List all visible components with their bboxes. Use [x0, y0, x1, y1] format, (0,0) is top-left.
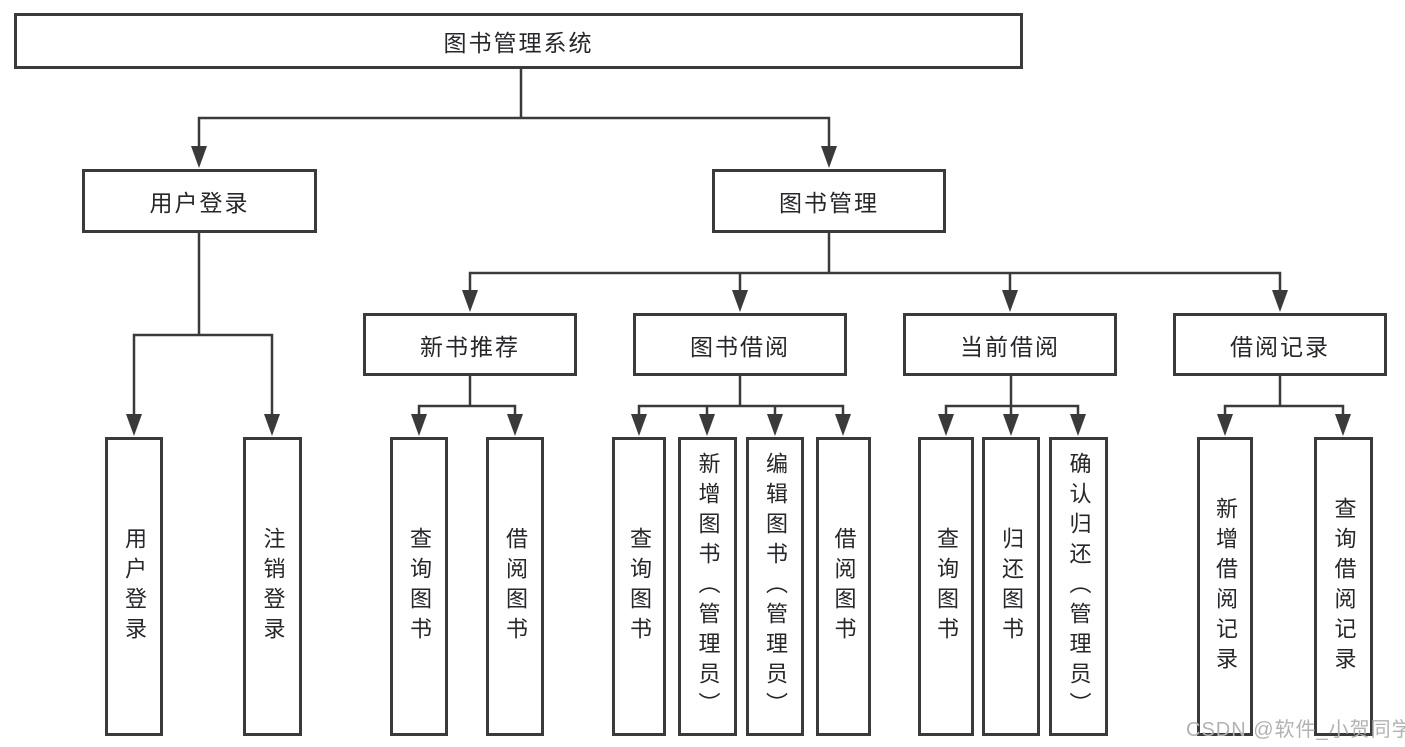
node-label: 查询图书 — [934, 526, 959, 647]
arrow-down-icon — [732, 290, 748, 312]
node-label: 图书管理系统 — [443, 30, 594, 56]
arrow-down-icon — [821, 146, 837, 168]
leaf-nb-borrow-books: 借阅图书 — [486, 437, 544, 736]
node-label: 查询图书 — [407, 526, 432, 647]
connector-line — [197, 116, 831, 146]
node-book-management: 图书管理 — [712, 169, 946, 233]
leaf-bb-add-books-admin: 新增图书（管理员） — [678, 437, 737, 736]
node-label: 用户登录 — [122, 526, 147, 647]
node-label: 查询借阅记录 — [1331, 496, 1357, 677]
node-label: 新增借阅记录 — [1213, 496, 1238, 677]
connector-root-to-level2 — [197, 69, 831, 146]
arrow-down-icon — [938, 414, 954, 436]
arrow-down-icon — [1217, 414, 1233, 436]
node-label: 新增图书（管理员） — [695, 451, 721, 722]
connector-book-borrowing-to-leaves — [637, 376, 845, 414]
leaf-nb-query-books: 查询图书 — [390, 437, 448, 736]
node-label: 借阅记录 — [1230, 333, 1330, 360]
connector-borrow-records-to-leaves — [1223, 376, 1345, 414]
arrow-down-icon — [767, 414, 783, 436]
node-new-book-recommend: 新书推荐 — [363, 313, 577, 376]
node-book-borrowing: 图书借阅 — [633, 313, 847, 376]
leaf-br-query-record: 查询借阅记录 — [1314, 437, 1373, 736]
node-label: 查询图书 — [627, 526, 652, 647]
arrow-down-icon — [264, 414, 280, 436]
arrow-down-icon — [1003, 414, 1019, 436]
connector-current-borrowing-to-leaves — [944, 376, 1080, 414]
node-user-login: 用户登录 — [82, 169, 317, 233]
arrow-down-icon — [631, 414, 647, 436]
node-label: 编辑图书（管理员） — [763, 451, 788, 722]
node-label: 图书管理 — [779, 190, 879, 216]
arrow-down-icon — [1070, 414, 1086, 436]
node-label: 注销登录 — [260, 526, 286, 647]
csdn-watermark: CSDN @软件_小贺同学 — [1186, 719, 1405, 741]
node-label: 归还图书 — [999, 526, 1024, 647]
leaf-br-add-record: 新增借阅记录 — [1197, 437, 1253, 736]
connector-line — [132, 333, 274, 414]
leaf-bb-query-books: 查询图书 — [612, 437, 666, 736]
leaf-bb-edit-books-admin: 编辑图书（管理员） — [746, 437, 804, 736]
node-label: 借阅图书 — [831, 526, 857, 647]
connector-line — [637, 404, 845, 414]
connector-line — [1223, 404, 1345, 414]
arrow-down-icon — [507, 414, 523, 436]
node-label: 当前借阅 — [960, 333, 1060, 360]
leaf-cb-return-books: 归还图书 — [982, 437, 1040, 736]
node-borrow-records: 借阅记录 — [1173, 313, 1387, 376]
node-label: 图书借阅 — [690, 333, 790, 360]
arrow-down-icon — [699, 414, 715, 436]
arrow-down-icon — [462, 290, 478, 312]
leaf-cb-query-books: 查询图书 — [918, 437, 974, 736]
leaf-bb-borrow-books: 借阅图书 — [816, 437, 871, 736]
connector-new-book-rec-to-leaves — [417, 376, 517, 414]
node-label: 确认归还（管理员） — [1066, 451, 1092, 722]
node-label: 借阅图书 — [503, 526, 528, 647]
leaf-logout: 注销登录 — [243, 437, 302, 736]
connector-book-management-to-level3 — [468, 233, 1282, 290]
leaf-user-login: 用户登录 — [105, 437, 163, 736]
arrow-down-icon — [411, 414, 427, 436]
arrow-down-icon — [835, 414, 851, 436]
connector-line — [417, 404, 517, 414]
leaf-cb-confirm-return-admin: 确认归还（管理员） — [1049, 437, 1108, 736]
connector-user-login-to-leaves — [132, 233, 274, 414]
node-current-borrowing: 当前借阅 — [903, 313, 1117, 376]
arrow-down-icon — [191, 146, 207, 168]
node-label: 新书推荐 — [420, 333, 520, 360]
arrow-down-icon — [1002, 290, 1018, 312]
arrow-down-icon — [126, 414, 142, 436]
arrow-down-icon — [1272, 290, 1288, 312]
node-library-system: 图书管理系统 — [14, 13, 1023, 69]
node-label: 用户登录 — [149, 190, 250, 216]
connector-line — [468, 271, 1282, 290]
arrow-down-icon — [1335, 414, 1351, 436]
